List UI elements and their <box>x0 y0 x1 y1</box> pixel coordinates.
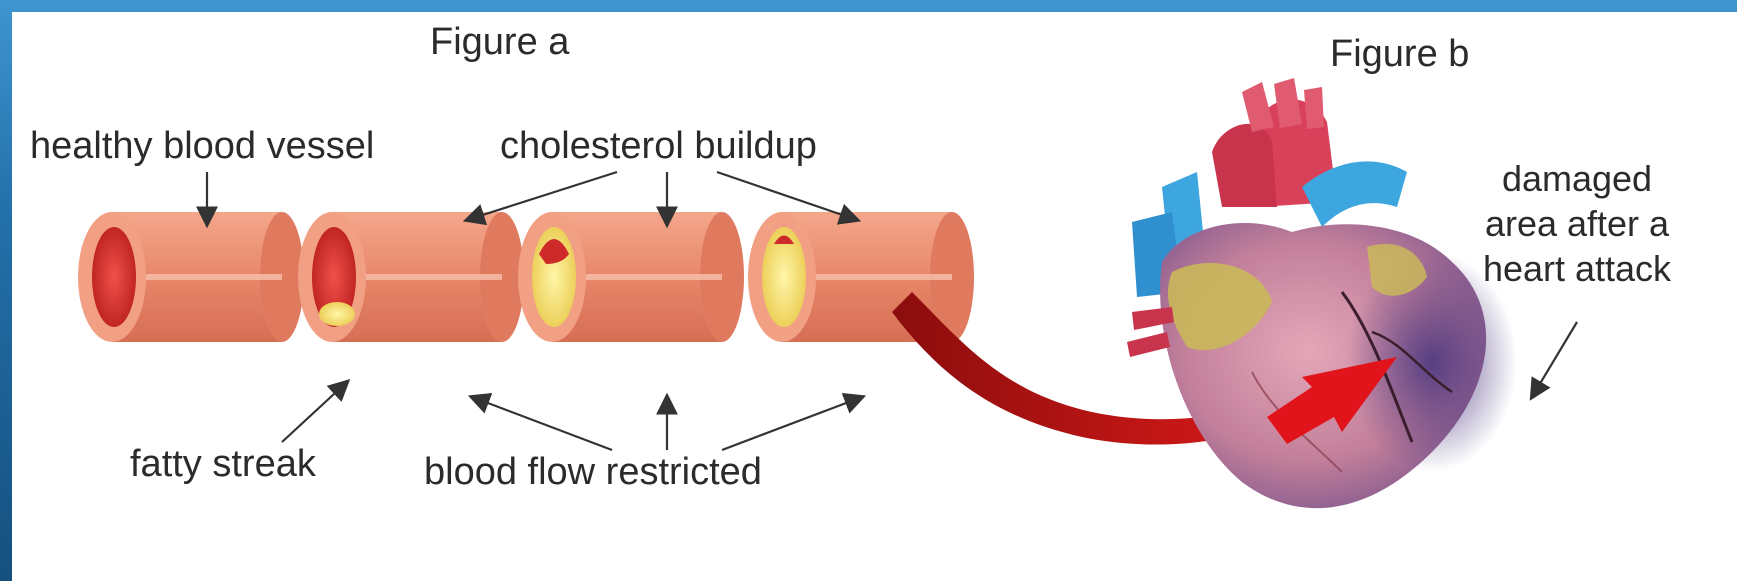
vessel-plaque-growing <box>518 212 744 342</box>
pointer-restricted-1 <box>472 397 612 450</box>
label-damaged-line-1: damaged <box>1462 157 1692 201</box>
diagram-panel: Figure a Figure b healthy blood vessel c… <box>12 12 1737 581</box>
figure-a-title: Figure a <box>430 20 569 64</box>
vessel-fatty-streak <box>298 212 524 342</box>
pointer-restricted-3 <box>722 397 862 450</box>
label-damaged-line-2: area after a <box>1462 202 1692 246</box>
label-damaged-line-3: heart attack <box>1462 247 1692 291</box>
label-cholesterol-buildup: cholesterol buildup <box>500 124 817 168</box>
pointer-damaged <box>1532 322 1577 397</box>
vessel-healthy <box>78 212 304 342</box>
label-blood-flow-restricted: blood flow restricted <box>424 450 762 494</box>
label-healthy-vessel: healthy blood vessel <box>30 124 374 168</box>
pointer-fatty-streak <box>282 382 347 442</box>
heart <box>1127 78 1517 508</box>
label-fatty-streak: fatty streak <box>130 442 316 486</box>
figure-b-title: Figure b <box>1330 32 1469 76</box>
diagram-canvas <box>12 12 1737 581</box>
